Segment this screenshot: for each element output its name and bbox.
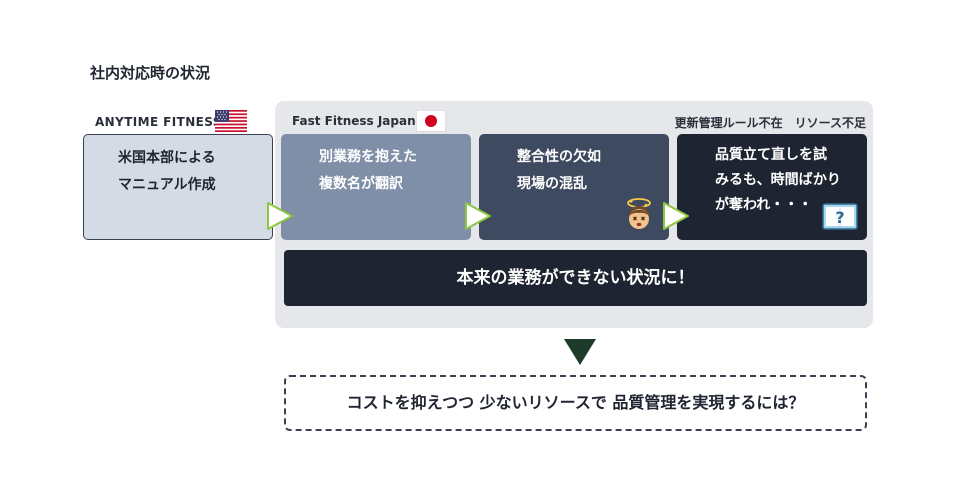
japan-company-label: Fast Fitness Japan [292,114,416,128]
step-card-us-manual: 米国本部による マニュアル作成 [83,134,273,240]
step-text: マニュアル作成 [118,177,216,193]
dizzy-person-icon [627,198,651,229]
flow-arrow-icon [663,202,689,230]
japan-flag-icon [416,110,446,132]
step-text: 整合性の欠如 [517,149,601,165]
us-flag-icon [215,110,247,132]
step-text: 複数名が翻訳 [319,176,403,192]
flow-arrow-icon [267,202,293,230]
issues-label: 更新管理ルール不在 リソース不足 [674,116,866,130]
step-text: 米国本部による [118,150,216,166]
step-text: みるも、時間ばかり [715,172,841,188]
step-card-translation: 別業務を抱えた 複数名が翻訳 [281,134,471,240]
step-text: 別業務を抱えた [319,149,417,165]
step-text: 現場の混乱 [517,176,587,192]
svg-text:?: ? [835,208,844,227]
result-banner: 本来の業務ができない状況に！ [284,250,867,306]
page-title: 社内対応時の状況 [90,64,211,82]
question-box: コストを抑えつつ 少ないリソースで 品質管理を実現するには？ [284,375,867,431]
down-arrow-icon [564,339,596,365]
step-text: が奪われ・・・ [715,197,813,213]
step-text: 品質立て直しを試 [715,147,827,163]
us-company-label: ANYTIME FITNESS [95,115,222,129]
flow-arrow-icon [465,202,491,230]
manual-question-icon: ? [822,203,858,230]
